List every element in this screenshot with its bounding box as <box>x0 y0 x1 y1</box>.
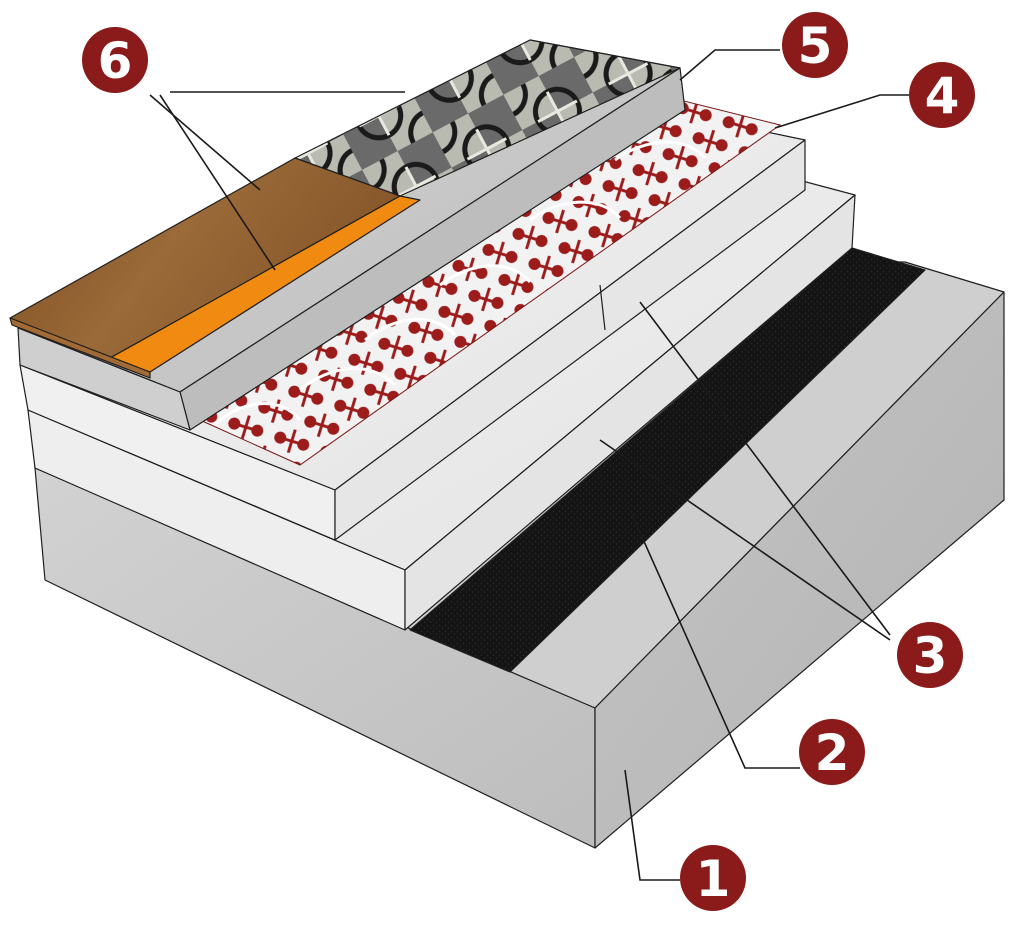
leader-4 <box>774 94 910 129</box>
callout-2: 2 <box>799 719 865 785</box>
leader-6a <box>149 94 261 191</box>
insulation-lower-side-face <box>404 194 856 631</box>
leader-lines <box>149 49 910 881</box>
callout-2-label: 2 <box>815 724 850 782</box>
layer-waterproofing <box>409 247 926 673</box>
callout-5-label: 5 <box>798 17 833 75</box>
callout-4-badge <box>909 62 975 128</box>
leader-6b <box>159 94 276 271</box>
callout-6: 6 <box>82 27 148 93</box>
callout-3: 3 <box>897 622 963 688</box>
layer-finish-coat <box>9 39 681 379</box>
leader-3b <box>599 439 891 641</box>
callout-3-badge <box>897 622 963 688</box>
leader-2 <box>629 509 800 769</box>
insulation-joint <box>599 284 606 331</box>
leader-5 <box>679 49 780 81</box>
waterproofing-top-face <box>409 247 926 673</box>
wood-edge <box>9 317 151 379</box>
callout-3-label: 3 <box>913 627 948 685</box>
callout-6-badge <box>82 27 148 93</box>
heating-pipe <box>213 140 707 427</box>
leader-3a <box>639 301 891 636</box>
callout-4: 4 <box>909 62 975 128</box>
callout-5: 5 <box>782 12 848 78</box>
callout-1-badge <box>680 845 746 911</box>
concrete-side-face <box>594 291 1005 849</box>
callout-2-badge <box>799 719 865 785</box>
callout-1-label: 1 <box>696 850 731 908</box>
callout-6-label: 6 <box>98 32 133 90</box>
insulation-upper-side-face <box>334 139 806 541</box>
leader-1 <box>624 769 680 881</box>
callout-4-label: 4 <box>925 67 960 125</box>
callout-5-badge <box>782 12 848 78</box>
callout-1: 1 <box>680 845 746 911</box>
screed-front-face <box>17 327 191 431</box>
